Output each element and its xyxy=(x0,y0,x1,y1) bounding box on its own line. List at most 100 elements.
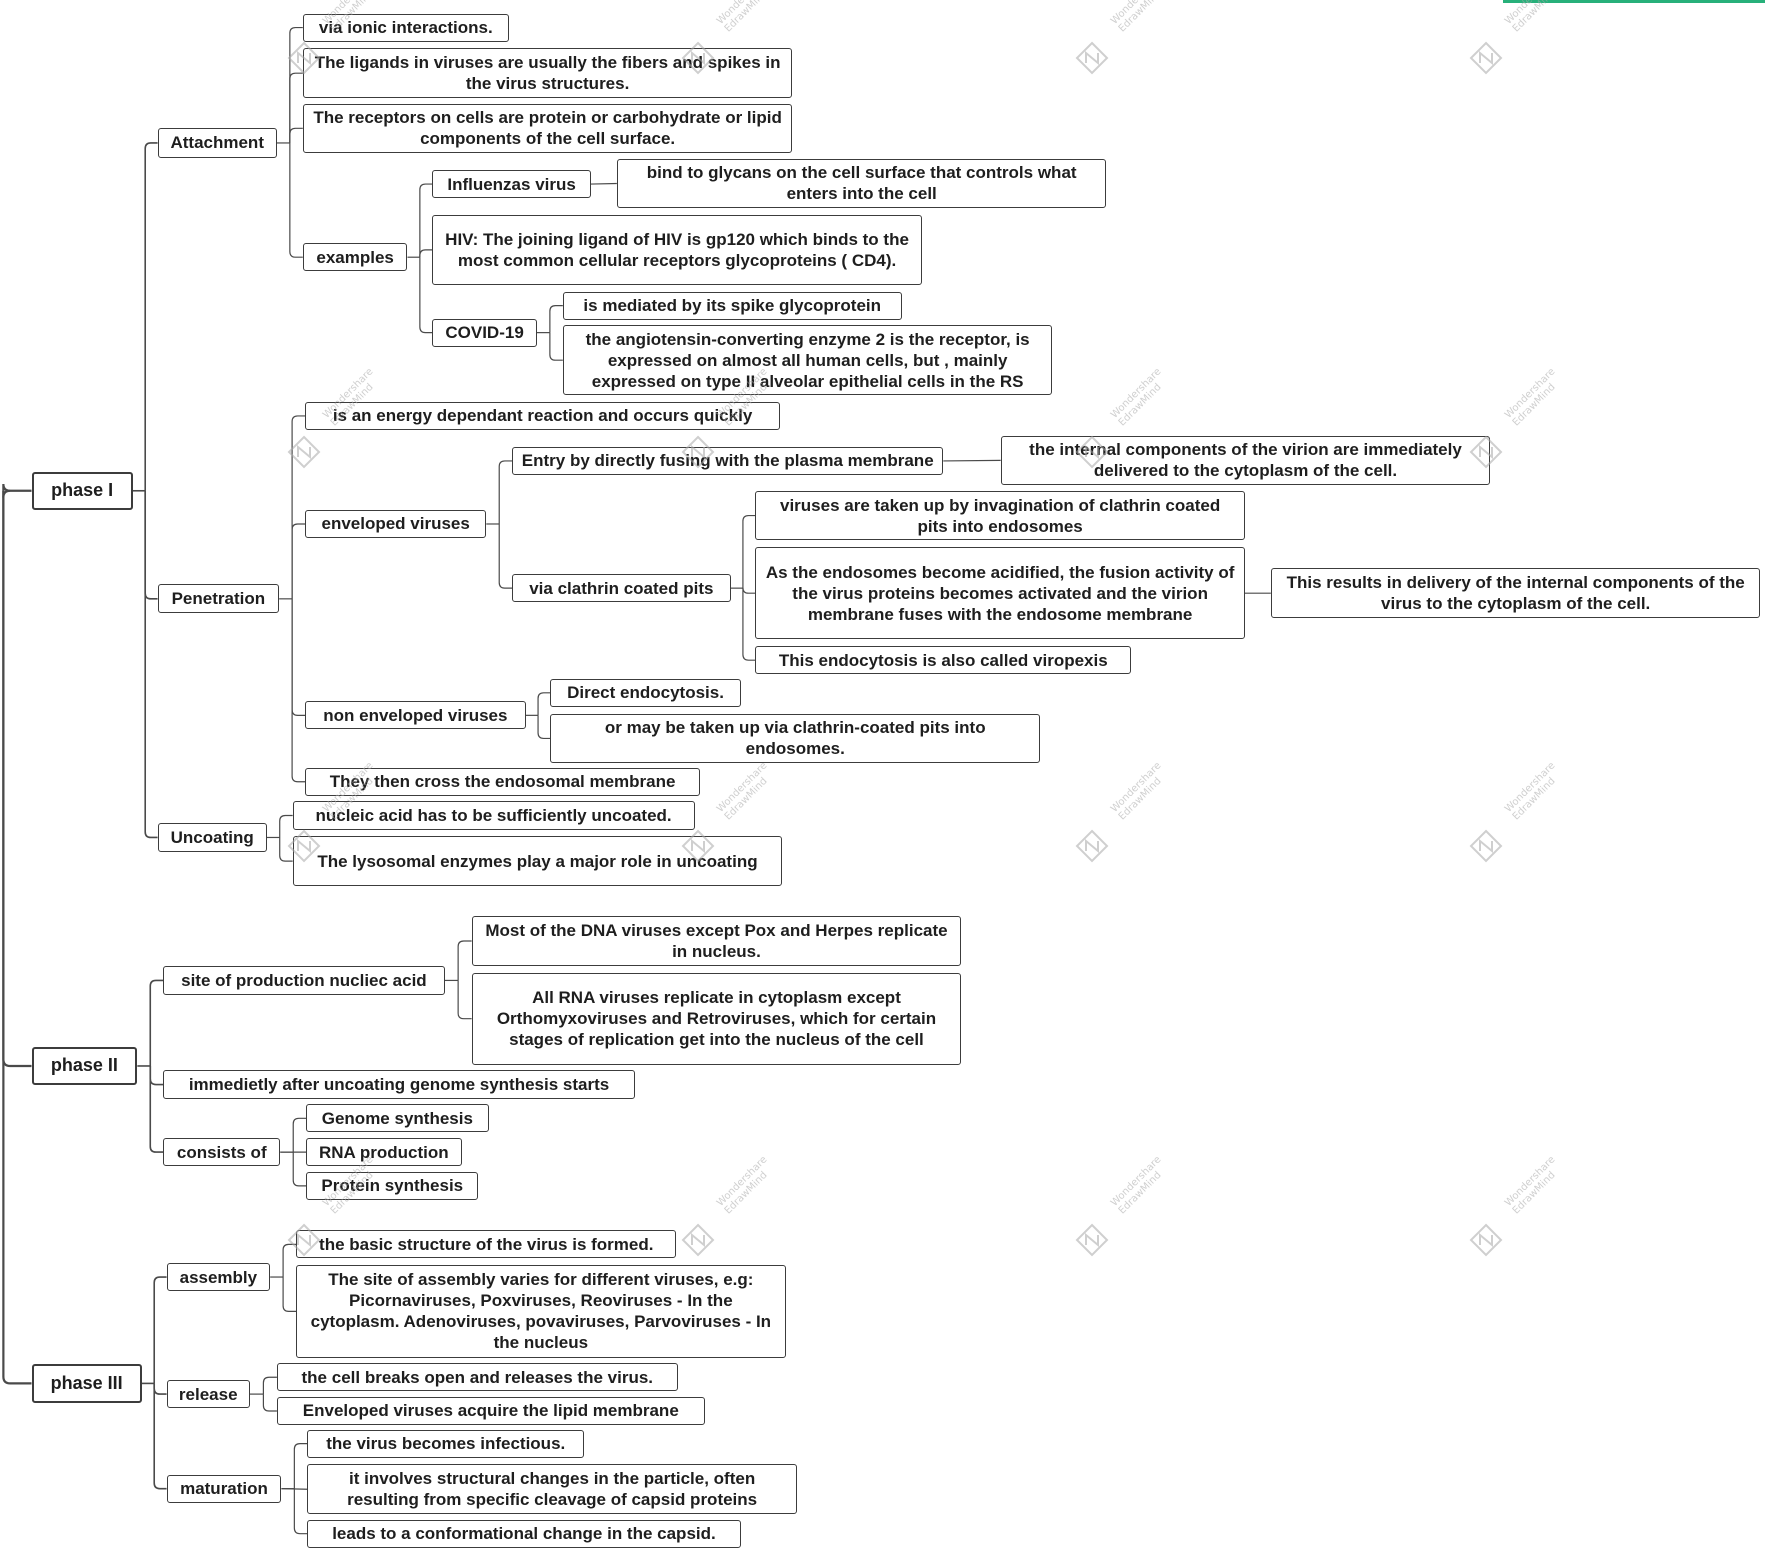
connector-line xyxy=(144,490,158,839)
topic-node-non-enveloped-viruses[interactable]: non enveloped viruses xyxy=(305,701,526,730)
topic-node-enveloped-viruses[interactable]: enveloped viruses xyxy=(305,509,487,539)
connector-line xyxy=(742,514,756,589)
connector-line xyxy=(153,1383,167,1490)
topic-node-genome-synthesis[interactable]: Genome synthesis xyxy=(306,1104,489,1133)
phase-node-phase-iii[interactable]: phase III xyxy=(31,1364,142,1403)
topic-node-the-basic-structure-of-the-virus-is-form[interactable]: the basic structure of the virus is form… xyxy=(296,1230,677,1259)
topic-node-attachment[interactable]: Attachment xyxy=(157,128,277,158)
connector-line xyxy=(293,1488,308,1535)
topic-node-influenzas-virus[interactable]: Influenzas virus xyxy=(432,169,591,199)
connector-line xyxy=(144,490,158,600)
phase-node-phase-i[interactable]: phase I xyxy=(31,471,133,510)
topic-node-leads-to-a-conformational-change-in-the-[interactable]: leads to a conformational change in the … xyxy=(307,1519,741,1548)
connector-line xyxy=(590,182,617,185)
connector-line xyxy=(419,183,433,258)
connector-line xyxy=(144,142,158,491)
topic-node-bind-to-glycans-on-the-cell-surface-that[interactable]: bind to glycans on the cell surface that… xyxy=(616,158,1107,209)
topic-node-the-virus-becomes-infectious[interactable]: the virus becomes infectious. xyxy=(307,1429,585,1458)
topic-node-penetration[interactable]: Penetration xyxy=(157,584,280,614)
topic-node-the-angiotensin-converting-enzyme-2-is-t[interactable]: the angiotensin-converting enzyme 2 is t… xyxy=(562,325,1053,396)
connector-line xyxy=(289,127,303,143)
connector-line xyxy=(279,837,293,862)
topic-node-the-receptors-on-cells-are-protein-or-ca[interactable]: The receptors on cells are protein or ca… xyxy=(302,103,793,154)
topic-node-they-then-cross-the-endosomal-membrane[interactable]: They then cross the endosomal membrane xyxy=(305,767,701,796)
connector-line xyxy=(289,142,303,258)
connector-line xyxy=(292,1117,307,1153)
connector-line xyxy=(149,979,164,1066)
connector-line xyxy=(153,1383,167,1395)
connector-line xyxy=(742,587,756,594)
topic-node-via-clathrin-coated-pits[interactable]: via clathrin coated pits xyxy=(512,574,731,603)
connector-line xyxy=(419,257,433,334)
connector-line xyxy=(279,814,293,838)
topic-node-enveloped-viruses-acquire-the-lipid-memb[interactable]: Enveloped viruses acquire the lipid memb… xyxy=(276,1396,705,1426)
topic-node-assembly[interactable]: assembly xyxy=(166,1262,271,1292)
connector-line xyxy=(262,1376,277,1395)
phase-node-phase-ii[interactable]: phase II xyxy=(31,1046,138,1086)
connector-line xyxy=(742,588,756,661)
top-accent-line xyxy=(1503,0,1765,3)
connector-line xyxy=(293,1443,308,1489)
topic-node-or-may-be-taken-up-via-clathrin-coated-p[interactable]: or may be taken up via clathrin-coated p… xyxy=(550,713,1041,764)
topic-node-this-endocytosis-is-also-called-viropexi[interactable]: This endocytosis is also called viropexi… xyxy=(755,646,1132,675)
topic-node-the-site-of-assembly-varies-for-differen[interactable]: The site of assembly varies for differen… xyxy=(296,1265,786,1358)
topic-node-as-the-endosomes-become-acidified-the-fu[interactable]: As the endosomes become acidified, the f… xyxy=(755,547,1245,640)
connector-line xyxy=(498,460,513,524)
topic-node-examples[interactable]: examples xyxy=(302,243,408,272)
topic-node-protein-synthesis[interactable]: Protein synthesis xyxy=(306,1171,479,1200)
topic-node-entry-by-directly-fusing-with-the-plasma[interactable]: Entry by directly fusing with the plasma… xyxy=(512,446,944,476)
topic-node-is-mediated-by-its-spike-glycoprotein[interactable]: is mediated by its spike glycoprotein xyxy=(562,291,902,320)
topic-node-release[interactable]: release xyxy=(166,1380,250,1409)
topic-node-the-cell-breaks-open-and-releases-the-vi[interactable]: the cell breaks open and releases the vi… xyxy=(276,1363,678,1392)
topic-node-site-of-production-nucliec-acid[interactable]: site of production nucliec acid xyxy=(163,965,445,996)
connector-line xyxy=(292,1152,307,1187)
trunk-line xyxy=(2,490,32,1068)
topic-node-nucleic-acid-has-to-be-sufficiently-unco[interactable]: nucleic acid has to be sufficiently unco… xyxy=(292,801,695,830)
connector-line xyxy=(153,1276,167,1384)
topic-node-covid-19[interactable]: COVID-19 xyxy=(432,318,537,347)
topic-node-is-an-energy-dependant-reaction-and-occu[interactable]: is an energy dependant reaction and occu… xyxy=(305,401,781,430)
connector-line xyxy=(282,1243,297,1278)
topic-node-viruses-are-taken-up-by-invagination-of-[interactable]: viruses are taken up by invagination of … xyxy=(755,490,1245,541)
topic-node-this-results-in-delivery-of-the-internal[interactable]: This results in delivery of the internal… xyxy=(1270,568,1761,618)
connector-line xyxy=(291,598,306,783)
connector-line xyxy=(149,1065,164,1153)
topic-node-all-rna-viruses-replicate-in-cytoplasm-e[interactable]: All RNA viruses replicate in cytoplasm e… xyxy=(471,972,962,1065)
connector-line xyxy=(419,249,433,258)
topic-node-most-of-the-dna-viruses-except-pox-and-h[interactable]: Most of the DNA viruses except Pox and H… xyxy=(471,916,962,966)
topic-node-consists-of[interactable]: consists of xyxy=(163,1138,281,1167)
connector-line xyxy=(457,940,472,981)
connector-line xyxy=(943,459,1001,462)
connector-line xyxy=(291,598,306,716)
topic-node-the-internal-components-of-the-virion-ar[interactable]: the internal components of the virion ar… xyxy=(1000,435,1491,486)
connector-line xyxy=(537,715,551,740)
connector-line xyxy=(549,305,563,333)
connector-line xyxy=(289,72,303,143)
topic-node-it-involves-structural-changes-in-the-pa[interactable]: it involves structural changes in the pa… xyxy=(307,1464,797,1514)
connector-line xyxy=(262,1394,277,1412)
connector-line xyxy=(281,1488,308,1490)
topic-node-the-lysosomal-enzymes-play-a-major-role-[interactable]: The lysosomal enzymes play a major role … xyxy=(292,836,783,886)
topic-node-hiv-the-joining-ligand-of-hiv-is-gp120-w[interactable]: HIV: The joining ligand of HIV is gp120 … xyxy=(432,214,922,285)
topic-node-uncoating[interactable]: Uncoating xyxy=(157,822,267,853)
topic-node-the-ligands-in-viruses-are-usually-the-f[interactable]: The ligands in viruses are usually the f… xyxy=(302,48,793,98)
topic-node-via-ionic-interactions[interactable]: via ionic interactions. xyxy=(302,13,509,42)
connector-line xyxy=(149,1065,164,1086)
connector-line xyxy=(549,332,563,361)
topic-node-rna-production[interactable]: RNA production xyxy=(306,1138,462,1167)
connector-line xyxy=(498,523,513,589)
trunk-line xyxy=(2,490,32,1385)
connector-line xyxy=(291,415,306,599)
topic-node-immedietly-after-uncoating-genome-synthe[interactable]: immedietly after uncoating genome synthe… xyxy=(163,1070,635,1099)
connector-line xyxy=(291,523,306,599)
topic-node-direct-endocytosis[interactable]: Direct endocytosis. xyxy=(550,678,741,707)
connector-line xyxy=(282,1277,297,1312)
connector-line xyxy=(457,980,472,1020)
topic-node-maturation[interactable]: maturation xyxy=(166,1474,282,1503)
